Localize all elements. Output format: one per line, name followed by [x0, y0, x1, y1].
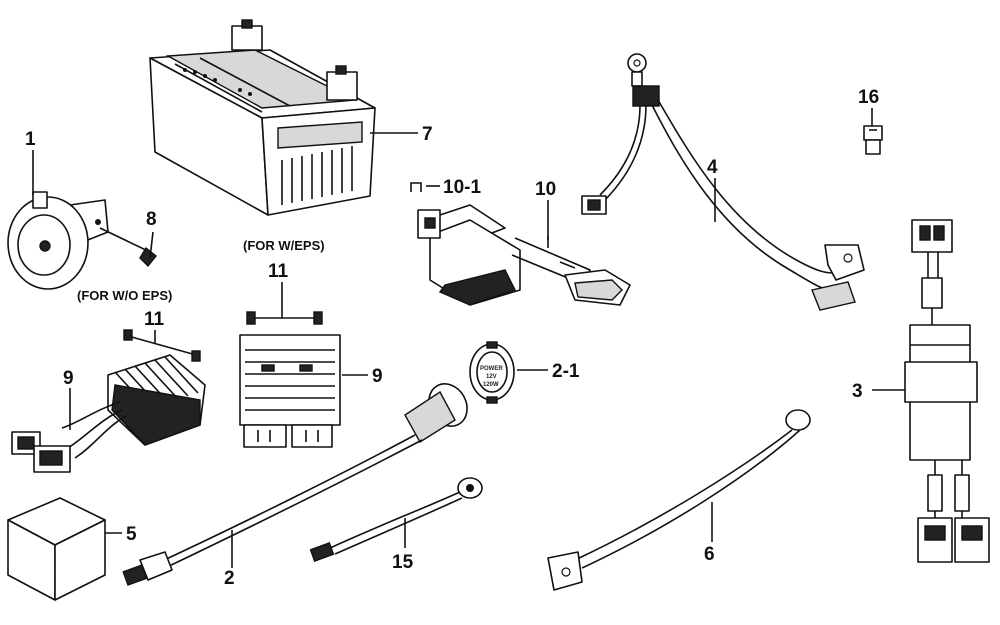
clip-10-1 [410, 182, 422, 192]
regulator-rectifier-without-eps [11, 354, 206, 473]
label-2: 2 [224, 568, 235, 589]
label-10-1: 10-1 [443, 177, 481, 198]
label-1: 1 [25, 129, 36, 150]
fuse-cap-2-1: POWER 12V 120W [469, 341, 515, 404]
connector-16 [863, 125, 883, 155]
label-10: 10 [535, 179, 556, 200]
label-9-left: 9 [63, 368, 74, 389]
relay-bracket-10 [417, 204, 631, 306]
battery [149, 19, 376, 216]
battery-cable-4 [581, 53, 865, 311]
fuse-cap-text-3: 120W [483, 382, 499, 388]
label-16: 16 [858, 87, 879, 108]
screw-8 [99, 227, 157, 268]
label-8: 8 [146, 209, 157, 230]
label-5: 5 [126, 524, 137, 545]
label-11-right: 11 [268, 261, 289, 282]
screws-11-left [123, 329, 201, 362]
label-11-left: 11 [144, 309, 165, 330]
screws-11-right [246, 282, 323, 325]
regulator-rectifier-with-eps [239, 334, 341, 448]
battery-cable-6 [547, 409, 811, 591]
box-5 [7, 497, 106, 601]
label-6: 6 [704, 544, 715, 565]
relay-harness-3 [904, 219, 990, 563]
fuse-holder-cable-2 [122, 383, 468, 586]
fuse-cap-text-2: 12V [486, 374, 497, 380]
note-without-eps: (FOR W/O EPS) [77, 288, 172, 303]
label-15: 15 [392, 552, 414, 573]
wire-15 [309, 477, 483, 562]
fuse-cap-text-1: POWER [480, 366, 503, 372]
label-7: 7 [422, 124, 433, 145]
label-3: 3 [852, 381, 863, 402]
label-4: 4 [707, 157, 718, 178]
note-with-eps: (FOR W/EPS) [243, 238, 325, 253]
label-2-1: 2-1 [552, 361, 580, 382]
label-9-right: 9 [372, 366, 383, 387]
horn [7, 191, 109, 290]
